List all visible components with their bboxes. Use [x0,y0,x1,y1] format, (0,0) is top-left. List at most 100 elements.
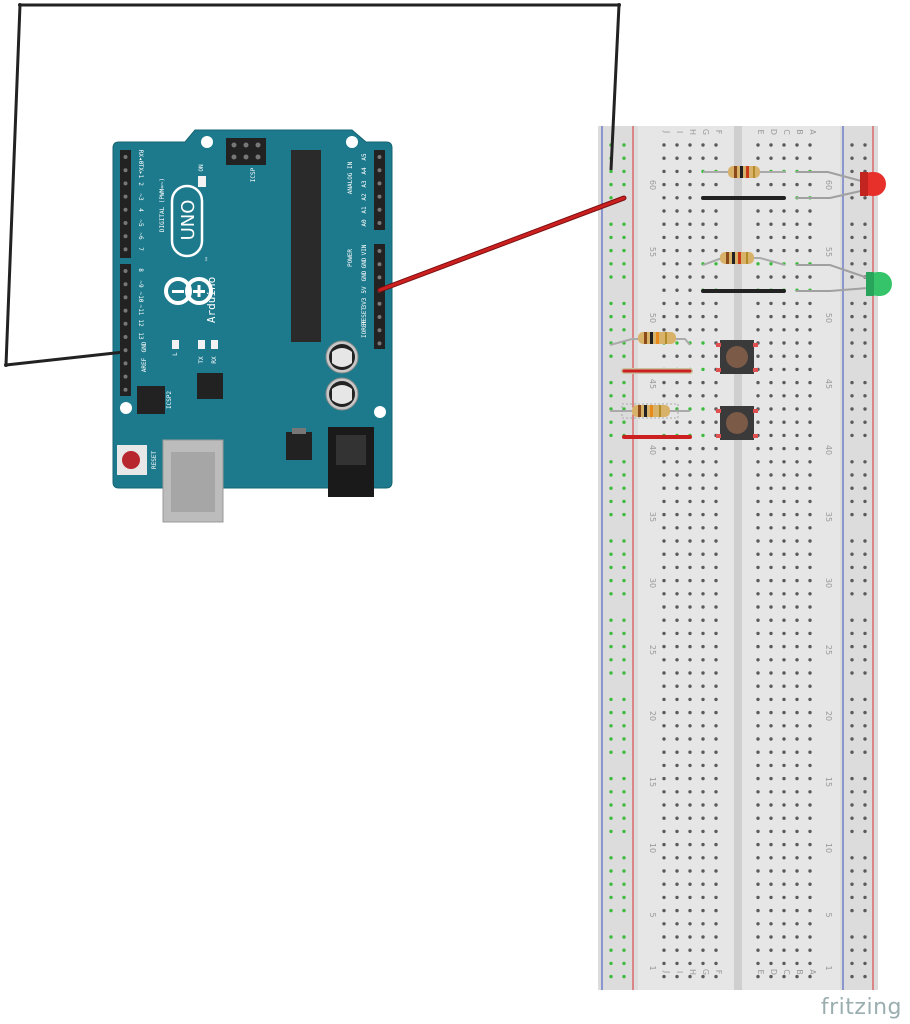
breadboard-rail-hole [622,156,626,160]
breadboard-rail-hole [863,301,867,306]
breadboard-hole [756,394,760,398]
breadboard-hole [701,328,705,332]
breadboard-hole [808,935,812,939]
breadboard-hole [688,776,692,781]
breadboard-rail-hole [863,222,867,226]
breadboard-hole [675,724,679,728]
breadboard-hole [795,948,799,952]
breadboard-rail-hole [622,935,626,939]
breadboard-hole [662,578,666,583]
breadboard-rail-hole [863,486,867,490]
breadboard-rail-hole [609,380,613,385]
breadboard-hole [688,803,692,807]
breadboard-hole [808,605,812,609]
breadboard-rail-hole [622,658,626,662]
breadboard-hole [688,922,692,926]
breadboard-rail-hole [850,460,854,464]
breadboard-row-number: 1 [824,965,833,970]
breadboard-hole [662,169,666,174]
breadboard-hole [795,974,799,979]
breadboard-hole [662,882,666,886]
breadboard-hole [769,314,773,319]
breadboard-hole [701,460,705,464]
breadboard-hole [675,790,679,794]
analog-pin-label: A1 [361,206,368,214]
breadboard-hole [714,222,718,226]
breadboard-hole [769,262,773,266]
breadboard-hole [782,446,786,451]
breadboard-rail-hole [850,499,854,504]
power-pin-label: GND [361,270,368,281]
breadboard-rail-hole [863,143,867,147]
breadboard-hole [756,420,760,424]
breadboard-rail-hole [622,539,626,543]
breadboard-rail-hole [622,882,626,886]
breadboard-hole [795,790,799,794]
breadboard-hole [756,328,760,332]
breadboard-hole [795,816,799,820]
breadboard-hole [701,618,705,622]
breadboard-rail-hole [850,473,854,477]
breadboard-hole [782,750,786,754]
breadboard-hole [688,895,692,900]
breadboard-hole [769,710,773,715]
breadboard-hole [662,895,666,900]
breadboard-hole [701,724,705,728]
power-header-label: POWER [347,249,354,267]
breadboard-hole [795,710,799,715]
breadboard-rail-hole [863,420,867,424]
breadboard-hole [714,605,718,609]
breadboard-hole [662,842,666,847]
breadboard-hole [782,354,786,358]
breadboard-hole [782,539,786,543]
breadboard-hole [714,816,718,820]
digital-pin-label: 8 [137,268,144,272]
breadboard-hole [795,908,799,913]
breadboard-rail-hole [863,328,867,332]
breadboard-hole [701,222,705,226]
breadboard-column-letter: E [756,969,765,974]
breadboard-hole [662,592,666,596]
breadboard-hole [795,473,799,477]
breadboard-hole [795,354,799,358]
breadboard-row-number: 25 [648,645,657,655]
breadboard-hole [675,842,679,847]
breadboard-hole [795,328,799,332]
breadboard-hole [769,222,773,226]
breadboard-hole [782,222,786,226]
breadboard-hole [688,380,692,385]
breadboard-hole [701,407,705,411]
breadboard-column-letter: H [688,969,697,975]
breadboard-rail-hole [850,328,854,332]
breadboard-hole [714,829,718,834]
breadboard-row-number: 25 [824,645,833,655]
breadboard-rail-hole [609,196,613,200]
breadboard-rail-hole [622,499,626,504]
breadboard-rail-hole [609,222,613,226]
breadboard-hole [769,512,773,517]
breadboard-hole [795,248,799,253]
breadboard-rail-hole [622,869,626,873]
breadboard-hole [688,499,692,504]
breadboard-hole [795,631,799,636]
breadboard-hole [662,314,666,319]
breadboard-hole [714,750,718,754]
breadboard-hole [688,473,692,477]
breadboard-hole [714,922,718,926]
breadboard-rail-hole [850,776,854,781]
breadboard-hole [756,526,760,530]
breadboard-hole [795,565,799,570]
breadboard-hole [808,499,812,504]
breadboard-hole [675,209,679,213]
breadboard-hole [714,394,718,398]
breadboard-hole [756,618,760,622]
breadboard-hole [675,697,679,702]
breadboard-rail-hole [609,776,613,781]
breadboard-hole [769,763,773,768]
breadboard-rail-hole [850,433,854,438]
breadboard-hole [756,592,760,596]
tx-label: TX [198,356,205,364]
breadboard-hole [675,710,679,715]
breadboard-hole [782,644,786,649]
